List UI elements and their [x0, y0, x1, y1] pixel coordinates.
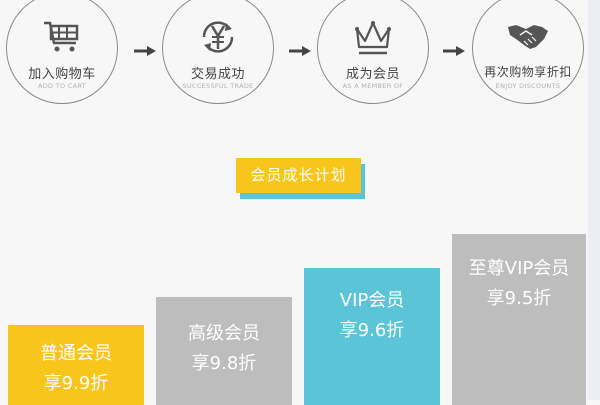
step-label-en: SUCCESSFUL TRADE [182, 82, 254, 90]
tier-discount: 享9.9折 [43, 373, 109, 394]
arrow-right-icon [443, 46, 465, 56]
step-label-en: AS A MEMBER OF [342, 82, 404, 90]
tier-name: 高级会员 [188, 323, 260, 344]
yuan-exchange-icon [202, 21, 234, 53]
tier-supreme-vip-member: 至尊VIP会员 享9.5折 [452, 234, 586, 405]
tier-vip-member: VIP会员 享9.6折 [304, 268, 440, 405]
step-become-member: 成为会员 AS A MEMBER OF [317, 0, 429, 104]
step-successful-trade: 交易成功 SUCCESSFUL TRADE [162, 0, 274, 104]
section-title-badge: 会员成长计划 [236, 158, 366, 199]
handshake-icon [508, 25, 548, 49]
tier-name: 至尊VIP会员 [468, 258, 570, 279]
step-enjoy-discounts: 再次购物享折扣 ENJOY DISCOUNTS [472, 0, 584, 104]
tier-senior-member: 高级会员 享9.8折 [156, 297, 292, 405]
step-label-en: ENJOY DISCOUNTS [495, 82, 561, 90]
step-label-en: ADD TO CART [38, 82, 86, 90]
tier-discount: 享9.5折 [486, 288, 552, 309]
tier-regular-member: 普通会员 享9.9折 [8, 325, 144, 405]
arrow-right-icon [289, 46, 311, 56]
shopping-cart-icon [44, 21, 79, 52]
tier-name: VIP会员 [339, 290, 405, 311]
step-label-cn: 再次购物享折扣 [484, 65, 572, 79]
tier-discount: 享9.6折 [339, 320, 405, 341]
step-label-cn: 交易成功 [190, 67, 245, 82]
step-label-cn: 加入购物车 [28, 67, 96, 82]
crown-icon [355, 21, 391, 55]
arrow-right-icon [134, 46, 156, 56]
step-add-to-cart: 加入购物车 ADD TO CART [6, 0, 118, 104]
tier-discount: 享9.8折 [191, 353, 257, 374]
step-label-cn: 成为会员 [345, 67, 400, 82]
section-title: 会员成长计划 [236, 158, 361, 193]
tier-name: 普通会员 [40, 343, 112, 364]
scrollbar-track [588, 0, 600, 400]
